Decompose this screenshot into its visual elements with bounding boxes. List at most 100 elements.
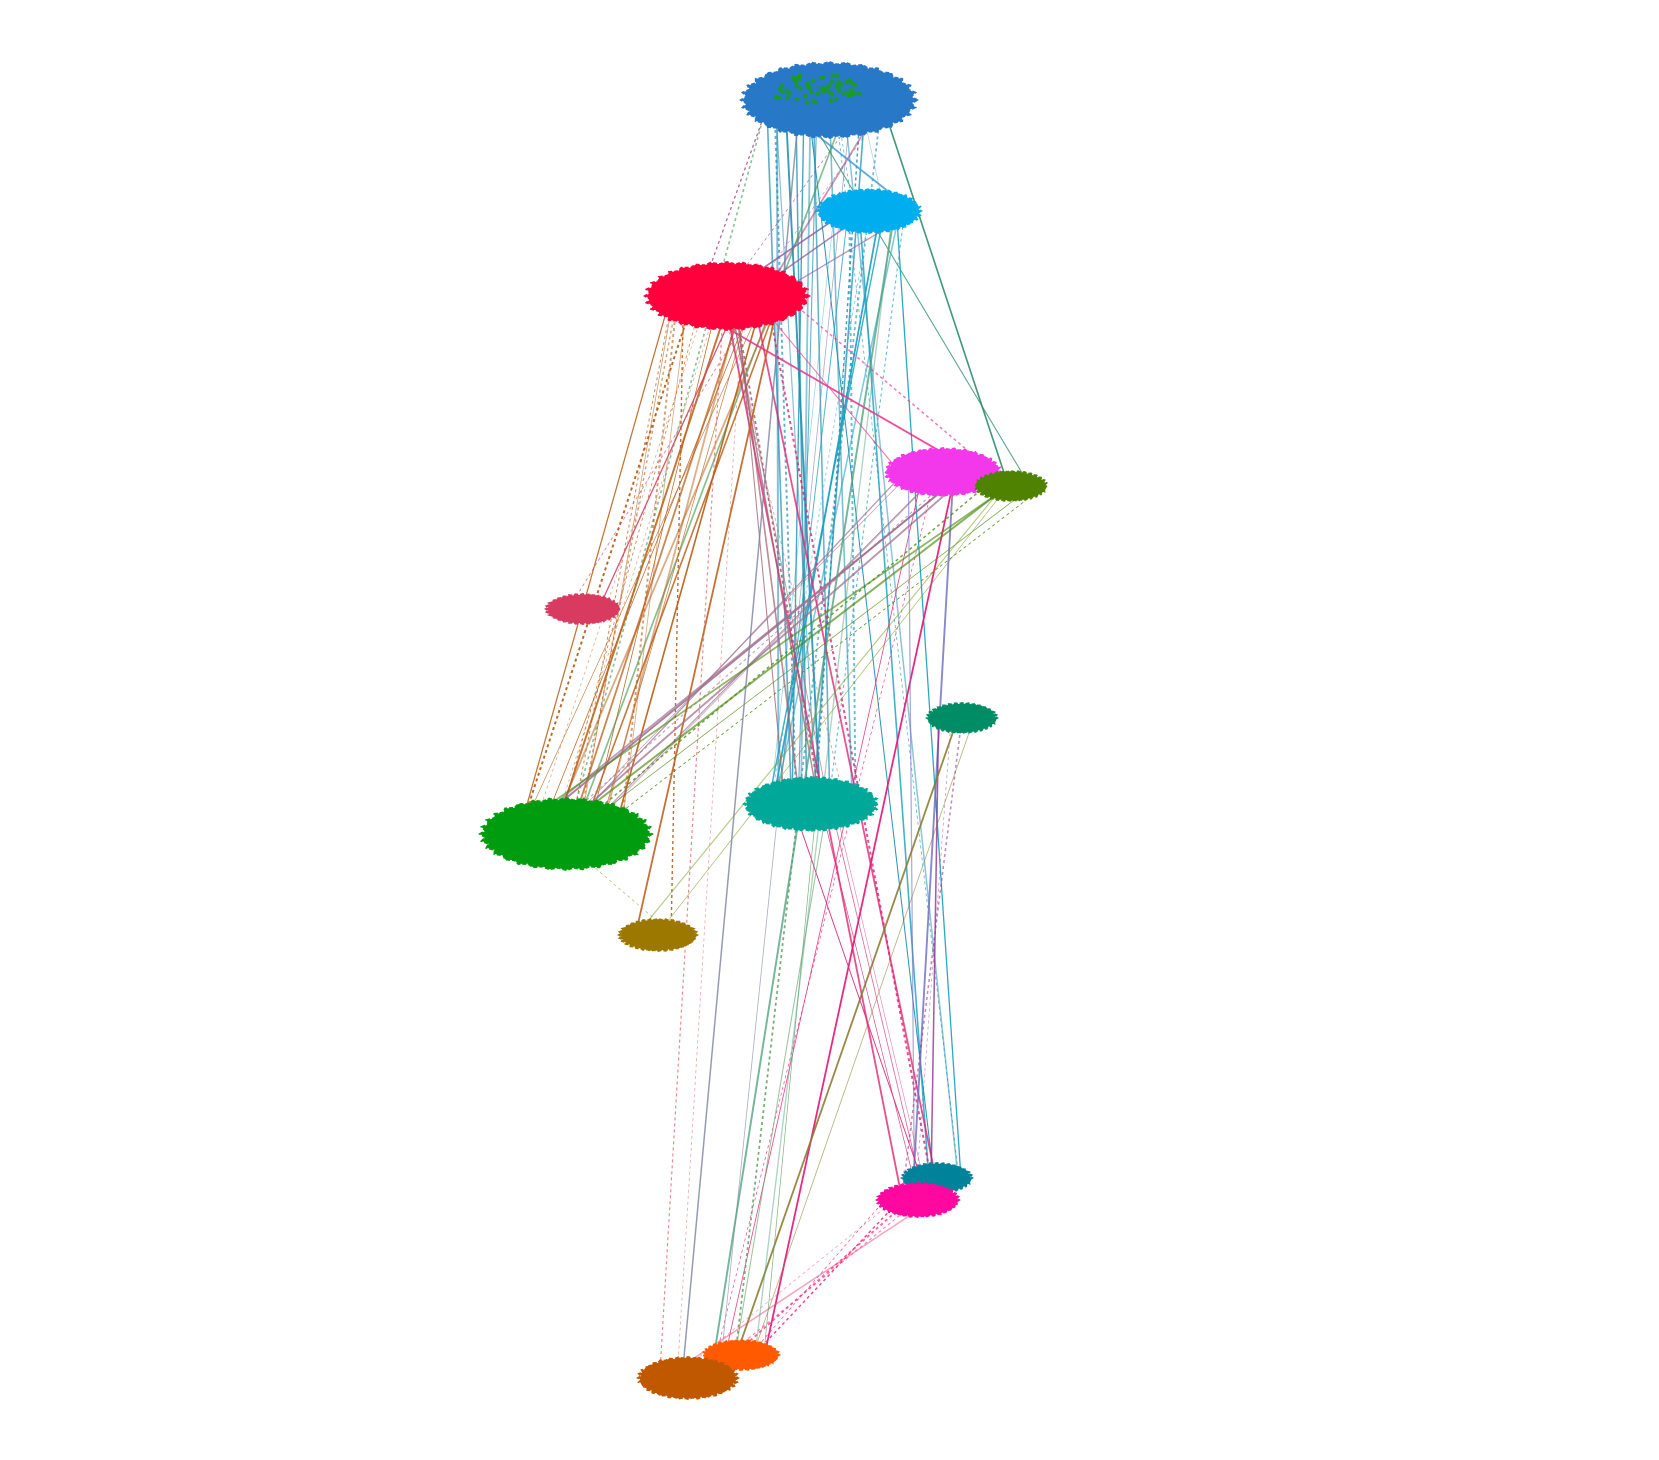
edge-c5-c10 [656,479,1014,936]
edge-c7-c13 [735,719,959,1357]
cluster-inner-node [820,74,826,80]
cluster-inner-node [836,80,842,85]
cluster-node-c10 [617,917,699,953]
cluster-inner-node [804,100,810,105]
edge-c4-c9 [557,467,909,841]
edge-c8-c13 [734,788,802,1354]
edge-c8-c12 [836,811,930,1203]
edge-c1-c11 [844,116,959,1173]
edge-c3-c9 [529,289,711,841]
cluster-node-c2 [815,187,923,235]
edge-c4-c11 [912,479,955,1184]
edge-c5-c10 [633,480,1009,938]
cluster-inner-node [815,91,820,96]
edge-c2-c11 [857,199,931,1185]
cluster-node-c4 [883,446,1003,498]
edge-c3-c6 [595,298,740,615]
cluster-inner-node [793,79,798,84]
cluster-inner-node [777,95,782,101]
cluster-inner-node [790,75,796,81]
cluster-inner-node [853,83,858,88]
cluster-inner-node [844,80,849,85]
edge-c3-c9 [609,292,765,847]
cluster-node-c8 [742,775,880,833]
edge-c7-c12 [901,711,964,1198]
edge-c1-c5 [795,95,1031,488]
edge-c2-c8 [771,201,836,792]
edge-c3-c8 [735,308,824,816]
edge-c7-c13 [750,722,974,1362]
cluster-inner-node [785,95,790,100]
edge-c1-c5 [884,111,1008,482]
edge-c4-c9 [510,476,960,844]
edge-c3-c10 [635,276,785,932]
edge-c8-c12 [816,788,922,1209]
edge-c4-c13 [716,475,936,1352]
edge-c1-c8 [776,95,780,791]
edge-c2-c8 [779,213,849,791]
cluster-inner-node [833,97,839,102]
cluster-inner-node [803,93,808,99]
cluster-inner-node [823,86,829,92]
edge-c8-c13 [735,790,831,1348]
edge-c8-c12 [830,806,927,1209]
edge-c4-c13 [725,476,923,1351]
edge-c3-c9 [602,300,752,820]
cluster-inner-node [829,92,835,97]
cluster-inner-node [830,79,835,85]
cluster-inner-node [850,81,855,86]
cluster-inner-node [827,83,832,89]
edge-c4-c11 [907,462,916,1187]
edge-c3-c10 [670,301,685,943]
cluster-inner-node [848,93,854,98]
cluster-inner-node [835,73,840,79]
edge-c3-c9 [551,303,730,840]
cluster-inner-node [807,86,813,91]
cluster-node-c9 [478,796,654,872]
edge-c3-c14 [676,291,744,1376]
cluster-inner-node [841,91,846,97]
edge-c3-c9 [516,277,677,840]
edge-c3-c6 [572,286,767,603]
edge-c3-c9 [618,286,680,851]
cluster-inner-node [834,83,840,88]
edge-c1-c9 [572,100,850,835]
edge-c9-c10 [558,836,666,929]
edge-c3-c9 [521,275,776,830]
edge-c1-c8 [812,109,831,790]
edge-c3-c9 [619,284,690,843]
clusters-layer [478,60,1049,1401]
edge-c3-c9 [569,304,744,832]
cluster-inner-node [794,83,799,89]
cluster-inner-node [794,97,799,102]
edge-c8-c12 [797,819,933,1210]
edge-c2-c8 [765,222,883,813]
edges-layer [510,82,1033,1386]
edge-c4-c9 [542,459,971,840]
edge-c3-c9 [557,303,702,830]
cluster-inner-node [810,78,816,84]
edge-c1-c8 [791,96,805,819]
cluster-inner-node [830,73,835,79]
edge-c3-c12 [768,308,937,1206]
cluster-inner-node [798,86,803,91]
cluster-node-c6 [544,592,622,626]
edge-c1-c8 [766,119,793,795]
edge-c3-c9 [572,294,674,819]
cluster-inner-node [809,89,814,95]
cluster-node-c14 [636,1355,740,1401]
cluster-inner-node [773,95,779,101]
edge-c3-c12 [750,288,940,1194]
cluster-inner-node [810,99,816,104]
edge-c4-c9 [569,464,948,847]
edge-c5-c9 [554,481,991,847]
edge-c12-c13 [729,1203,914,1355]
edge-c3-c4 [688,305,965,466]
edge-c3-c14 [658,290,725,1382]
edge-c5-c9 [555,488,1004,834]
cluster-node-c7 [925,701,999,735]
edge-c5-c9 [525,478,1020,822]
cluster-node-c3 [643,260,811,332]
edge-c3-c8 [732,313,819,799]
